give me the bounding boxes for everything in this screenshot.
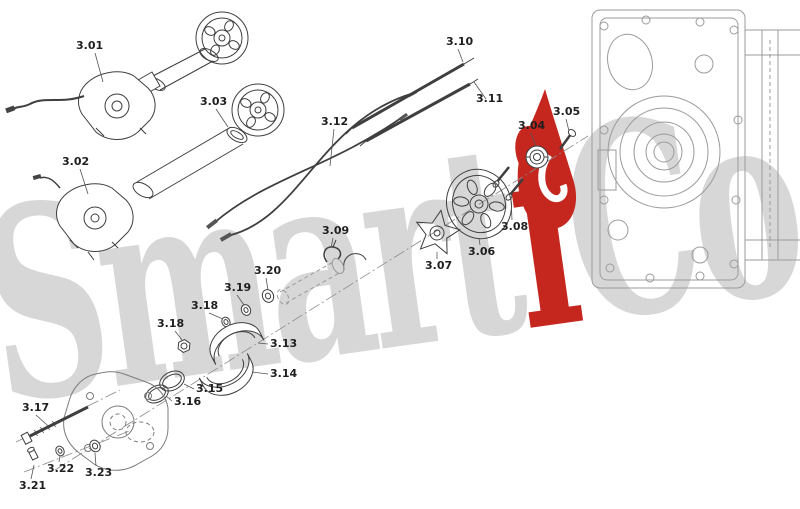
- part-label-3-23: 3.23: [85, 466, 113, 479]
- part-3-13-drawing: [209, 322, 265, 365]
- part-3-04-drawing: [525, 145, 549, 169]
- part-3-07-drawing: [415, 209, 461, 255]
- leader-lines: [30, 48, 570, 480]
- part-3-01-drawing: [5, 11, 249, 140]
- part-label-3-05: 3.05: [553, 105, 581, 118]
- part-3-17-drawing: [20, 405, 89, 445]
- part-label-3-15: 3.15: [196, 382, 224, 395]
- part-3-23-drawing: [89, 439, 101, 453]
- part-3-05-drawing: [558, 129, 577, 150]
- part-label-3-21: 3.21: [19, 479, 47, 492]
- part-3-15-drawing: [159, 370, 185, 392]
- part-label-3-03: 3.03: [200, 95, 228, 108]
- part-label-3-17: 3.17: [22, 401, 50, 414]
- part-label-3-08: 3.08: [501, 220, 529, 233]
- part-label-3-06: 3.06: [468, 245, 496, 258]
- part-label-3-10: 3.10: [446, 35, 474, 48]
- part-label-3-01: 3.01: [76, 39, 104, 52]
- part-3-10-drawing: [345, 57, 475, 135]
- part-label-3-19: 3.19: [224, 281, 252, 294]
- part-3-22-drawing: [55, 445, 65, 457]
- part-3-21-drawing: [27, 446, 39, 461]
- part-label-3-20: 3.20: [254, 264, 282, 277]
- part-3-02-drawing: [32, 174, 134, 261]
- part-label-3-09: 3.09: [322, 224, 350, 237]
- part-label-3-02: 3.02: [62, 155, 90, 168]
- part-3-03-drawing: [132, 83, 285, 200]
- gearbox-housing-drawing: [591, 9, 800, 289]
- part-3-06-drawing: [446, 168, 512, 240]
- shaft-section-drawing: [276, 258, 345, 305]
- part-label-3-07: 3.07: [425, 259, 453, 272]
- part-label-3-22: 3.22: [47, 462, 75, 475]
- centerlines: [15, 135, 589, 473]
- part-3-18b-drawing: [177, 338, 191, 354]
- part-label-3-13: 3.13: [270, 337, 298, 350]
- part-3-20-drawing: [261, 289, 275, 303]
- part-label-3-14: 3.14: [270, 367, 298, 380]
- mount-housing-drawing: [63, 371, 169, 471]
- part-label-3-04: 3.04: [518, 119, 546, 132]
- part-label-3-12: 3.12: [321, 115, 349, 128]
- part-label-3-18-b: 3.18: [157, 317, 185, 330]
- part-label-3-11: 3.11: [476, 92, 504, 105]
- part-3-14-drawing: [198, 353, 254, 396]
- part-label-3-18-a: 3.18: [191, 299, 219, 312]
- part-label-3-16: 3.16: [174, 395, 202, 408]
- part-3-19-drawing: [240, 304, 252, 316]
- part-3-11-drawing: [359, 78, 479, 147]
- part-3-09-drawing: [323, 239, 367, 271]
